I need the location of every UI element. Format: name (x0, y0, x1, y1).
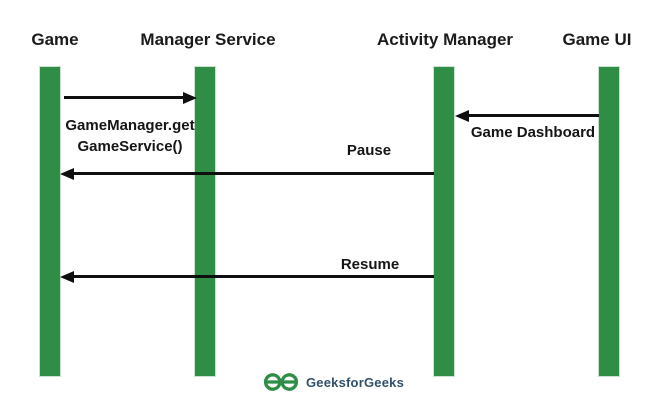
arrowhead-right-icon (183, 92, 197, 104)
message-label-resume: Resume (340, 256, 400, 273)
actor-label-manager-service: Manager Service (140, 30, 276, 49)
message-arrow-dashboard-line (467, 114, 599, 117)
lifeline-bar-activity-manager (434, 67, 454, 376)
message-arrow-pause-line (72, 172, 434, 175)
brand-footer: GeeksforGeeks (263, 371, 404, 393)
geeksforgeeks-logo-icon (263, 373, 299, 391)
message-label-getservice-line2: GameService() (77, 138, 183, 155)
message-arrow-resume-line (72, 275, 434, 278)
message-label-dashboard: Game Dashboard (470, 124, 596, 141)
message-label-getservice-line1: GameManager.get (65, 117, 195, 134)
lifeline-bar-game (40, 67, 60, 376)
arrowhead-left-icon (455, 110, 469, 122)
message-label-pause: Pause (346, 142, 392, 159)
actor-label-game: Game (31, 30, 79, 49)
arrowhead-left-icon (60, 271, 74, 283)
brand-text: GeeksforGeeks (306, 374, 404, 390)
actor-label-game-ui: Game UI (562, 30, 632, 49)
message-arrow-getservice-line (64, 96, 185, 99)
arrowhead-left-icon (60, 168, 74, 180)
actor-label-activity-manager: Activity Manager (376, 30, 514, 49)
lifeline-bar-game-ui (599, 67, 619, 376)
lifeline-bar-manager-service (195, 67, 215, 376)
message-label-getservice: GameManager.get GameService() (65, 115, 194, 157)
